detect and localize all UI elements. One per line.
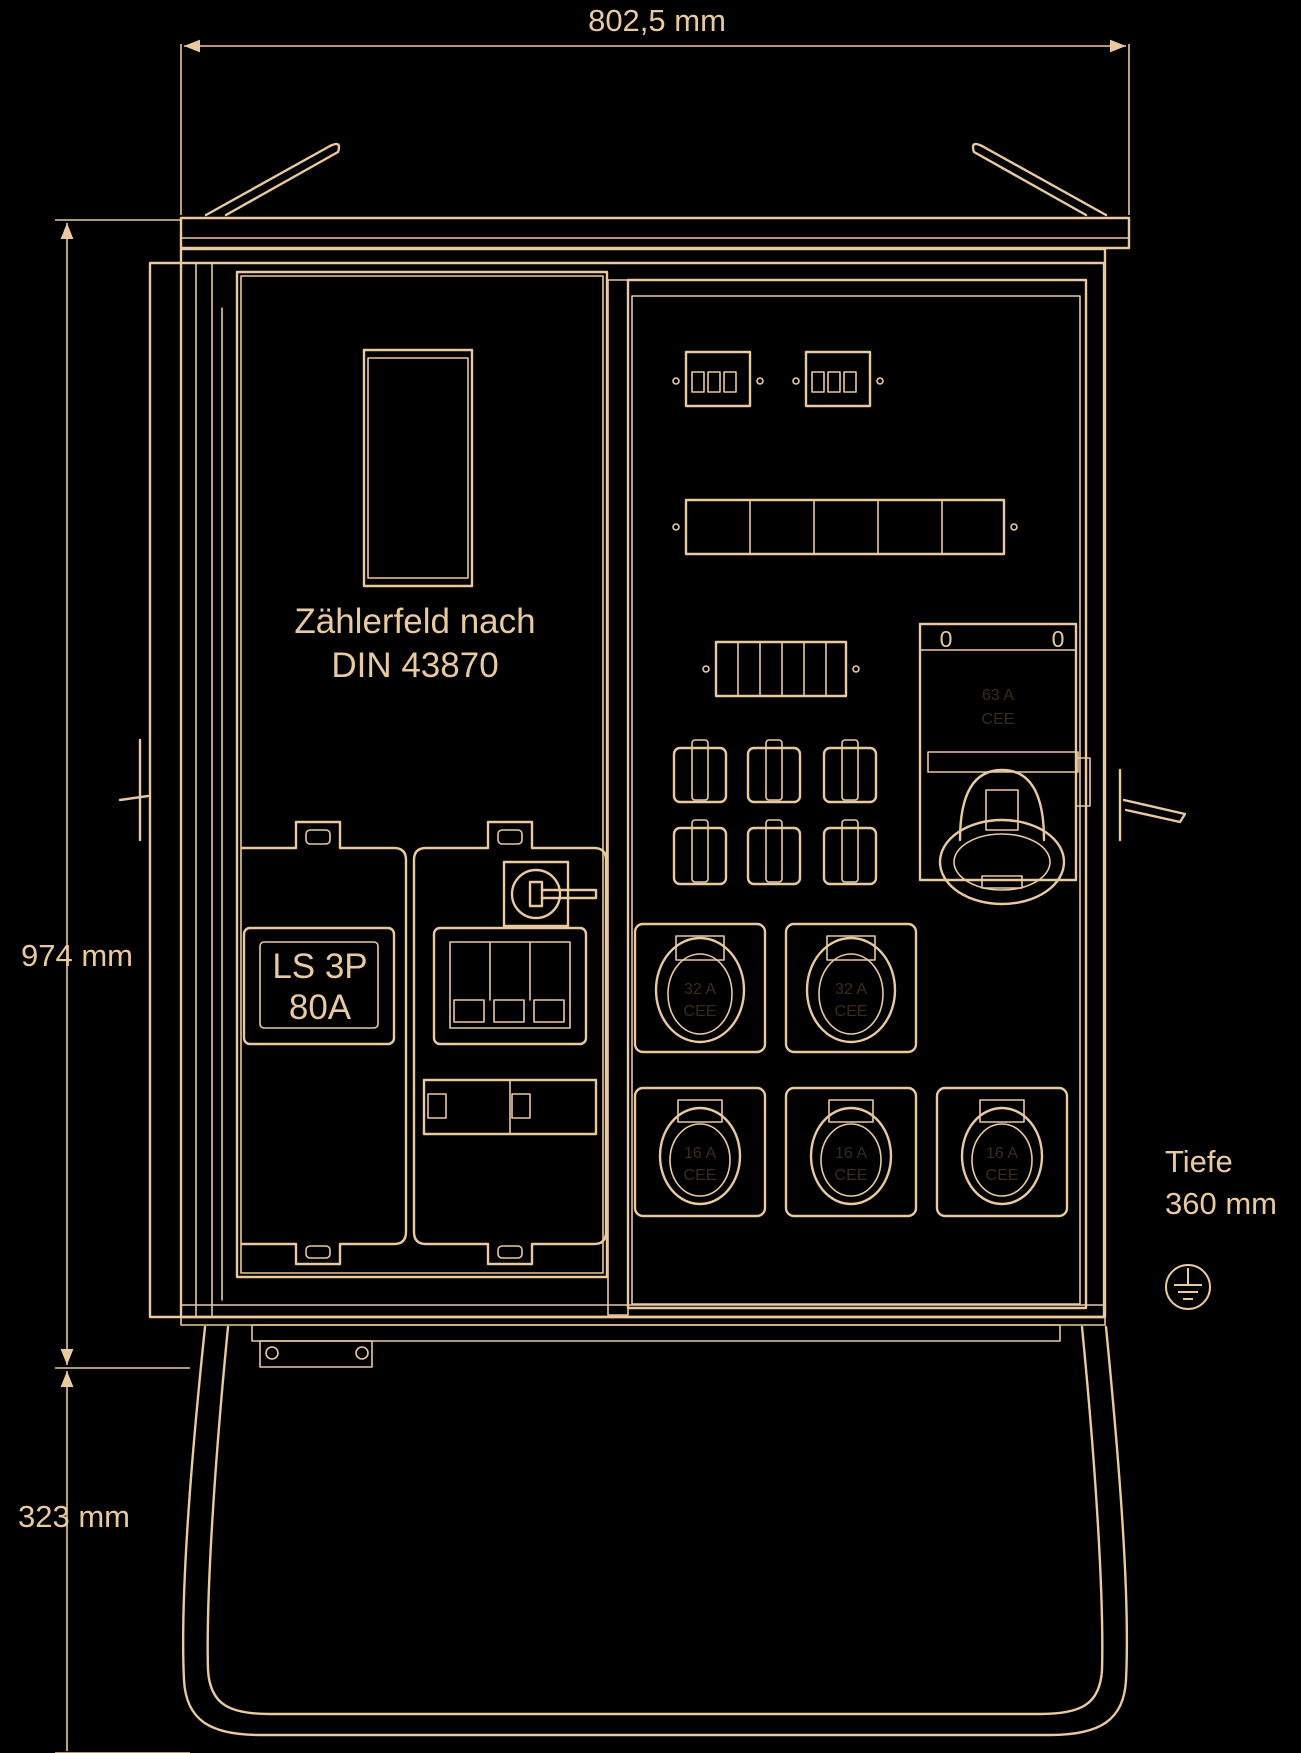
main-breaker-housing xyxy=(240,820,408,1266)
depth-label-title: Tiefe xyxy=(1165,1144,1233,1179)
switch-position-left: 0 xyxy=(940,626,953,652)
cee-32a-socket-1 xyxy=(633,922,767,1054)
cee-63a-label-line1: 63 A xyxy=(982,687,1014,704)
meter-field-label-line1: Zählerfeld nach xyxy=(294,602,535,641)
cee-16a-socket-3 xyxy=(935,1086,1069,1218)
cee-32a-label-line2-a: CEE xyxy=(684,1003,717,1020)
width-dimension-label: 802,5 mm xyxy=(588,3,726,38)
cee-63a-label-line2: CEE xyxy=(982,711,1015,728)
cee-32a-label-line1-a: 32 A xyxy=(684,981,716,998)
cee-16a-label-line1-c: 16 A xyxy=(986,1145,1018,1162)
switch-position-right: 0 xyxy=(1052,626,1065,652)
cee-16a-label-line2-c: CEE xyxy=(986,1167,1019,1184)
din-rail-breakers xyxy=(672,350,1018,698)
isolator-housing xyxy=(412,820,608,1266)
cee-16a-socket-1 xyxy=(633,1086,767,1218)
cabinet-stand xyxy=(181,1325,1129,1737)
depth-label-value: 360 mm xyxy=(1165,1186,1277,1221)
cee-16a-label-line2-a: CEE xyxy=(684,1167,717,1184)
breaker-label-line2: 80A xyxy=(289,988,352,1027)
height-dimension-label: 974 mm xyxy=(21,938,133,973)
cee-16a-label-line2-b: CEE xyxy=(835,1167,868,1184)
cee-32a-socket-2 xyxy=(784,922,918,1054)
schuko-sockets xyxy=(672,739,878,886)
cee-16a-socket-2 xyxy=(784,1086,918,1218)
stand-height-label: 323 mm xyxy=(18,1499,130,1534)
cee-32a-label-line2-b: CEE xyxy=(835,1003,868,1020)
cee-63a-socket xyxy=(918,622,1079,906)
cee-32a-label-line1-b: 32 A xyxy=(835,981,867,998)
meter-field-label-line2: DIN 43870 xyxy=(331,646,498,685)
cabinet xyxy=(118,142,1187,1368)
ground-icon xyxy=(1165,1264,1211,1310)
cee-16a-label-line1-a: 16 A xyxy=(684,1145,716,1162)
breaker-label-line1: LS 3P xyxy=(272,947,367,986)
cee-16a-label-line1-b: 16 A xyxy=(835,1145,867,1162)
meter-mount xyxy=(362,348,474,588)
dimension-lines xyxy=(55,39,1130,1753)
